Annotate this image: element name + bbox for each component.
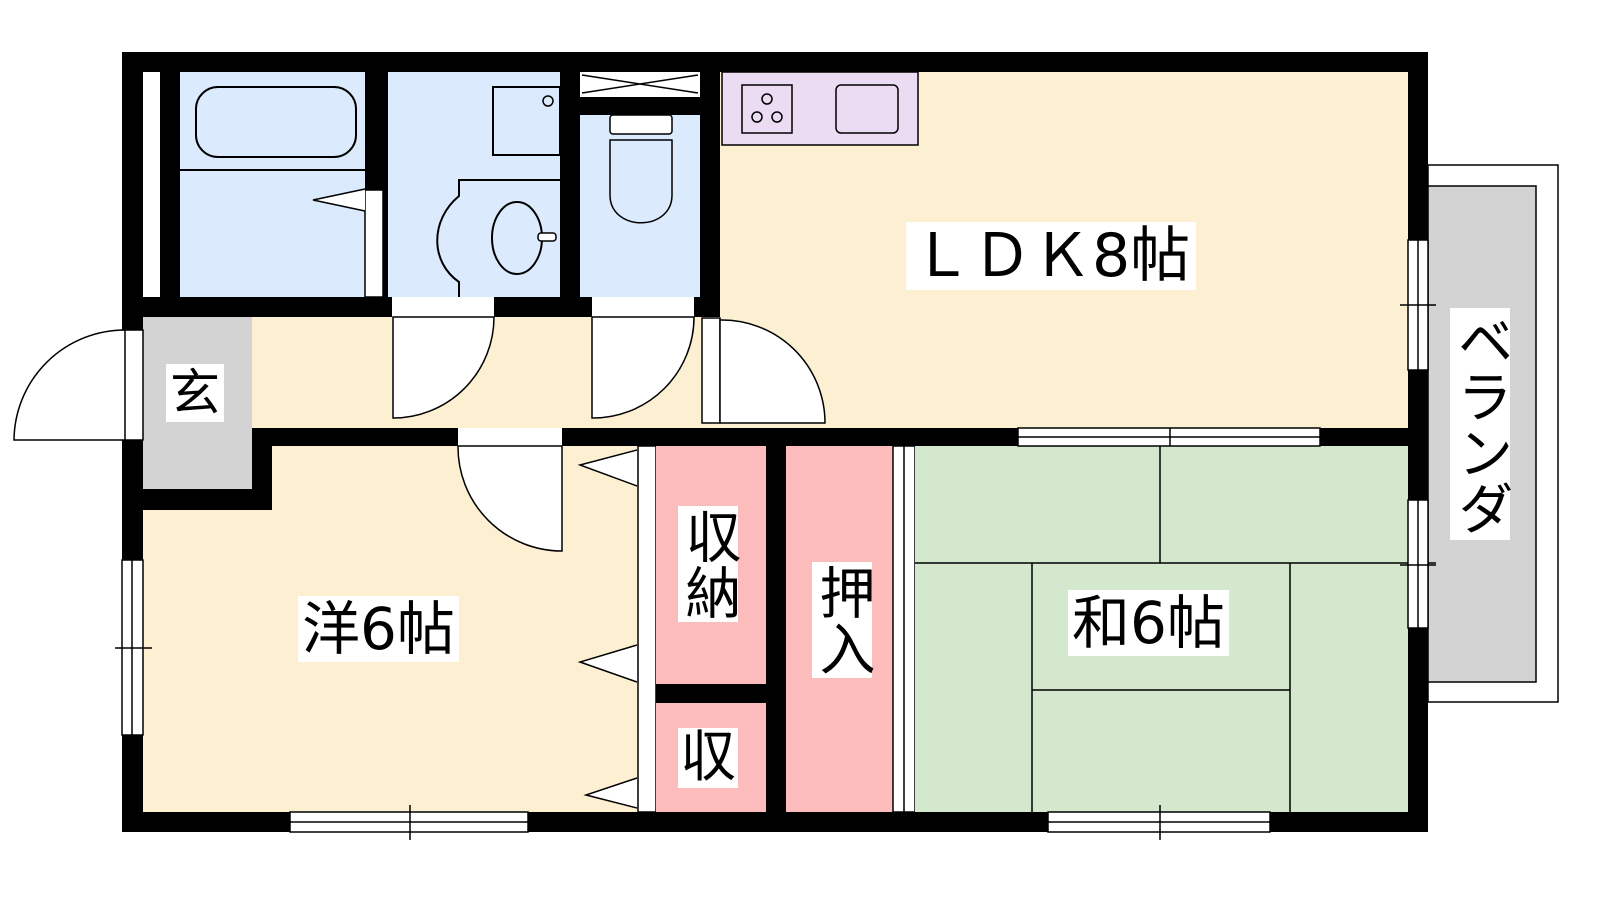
label-storage-1: 収納 <box>676 506 741 622</box>
label-entrance: 玄 <box>166 364 224 422</box>
label-veranda: ベランダ <box>1448 308 1513 540</box>
toilet <box>609 114 673 135</box>
label-ldk: ＬＤＫ8帖 <box>906 222 1197 290</box>
washing-machine <box>492 86 561 156</box>
toilet-door <box>591 316 695 419</box>
kitchen-sink <box>835 84 899 134</box>
ldk-door <box>719 319 826 424</box>
bath-window <box>143 72 160 297</box>
label-western: 洋6帖 <box>298 596 459 662</box>
bathroom <box>180 72 365 297</box>
western-door <box>457 445 563 552</box>
bath-door <box>364 189 384 298</box>
kitchen-counter <box>721 71 919 146</box>
front-door <box>13 329 126 441</box>
sink <box>436 179 560 297</box>
washroom <box>388 72 560 297</box>
stove-icon <box>741 84 793 134</box>
label-storage-2: 収 <box>678 725 738 790</box>
label-japanese: 和6帖 <box>1068 590 1229 656</box>
tatami-lines <box>915 446 1436 812</box>
label-closet: 押入 <box>810 562 875 678</box>
bathtub <box>195 86 357 158</box>
washroom-door <box>392 316 495 419</box>
